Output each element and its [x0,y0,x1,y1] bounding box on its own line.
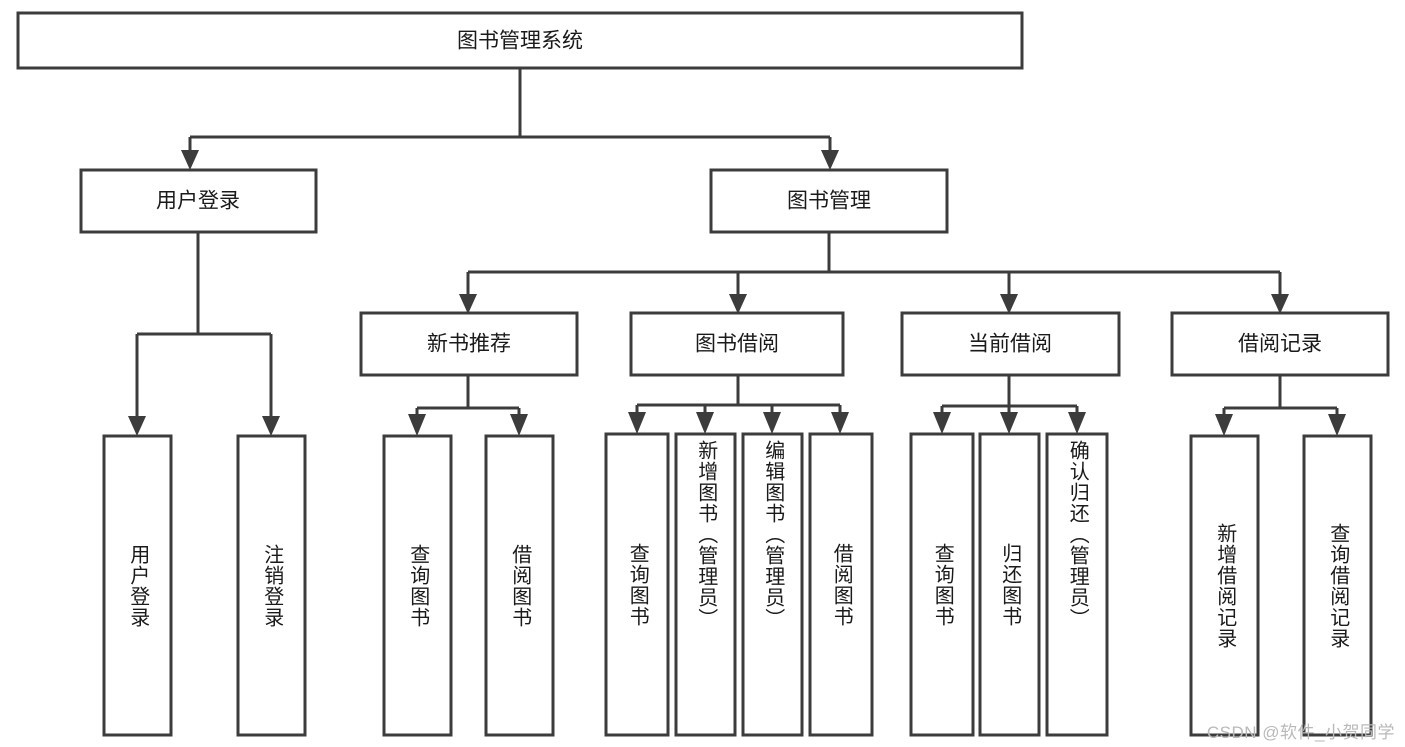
connector-group-current-borrow [933,375,1086,434]
leaf-box-borrow-record-1[interactable] [1189,434,1260,737]
node-book-borrow-box[interactable] [629,311,845,377]
leaf-box-book-borrow-1[interactable] [604,432,670,737]
node-book-borrow-label: 图书借阅 [695,333,779,356]
connector-group-root [181,68,839,170]
arrow-current-borrow-leaf-3 [1068,412,1086,434]
arrow-root-to-book-manage [821,150,839,170]
connector-group-new-book [408,375,528,436]
node-current-borrow-box[interactable] [900,311,1121,377]
leaf-box-borrow-record-2[interactable] [1302,434,1373,737]
arrow-book-manage-c4 [1271,294,1289,314]
node-user-login-label: 用户登录 [156,190,240,213]
connector-group-book-borrow [628,375,849,434]
arrow-borrow-record-leaf-1 [1215,414,1233,436]
connector-group-user-login [128,232,280,436]
leaf-box-new-book-2[interactable] [484,434,555,737]
connector-group-borrow-record [1215,375,1346,436]
arrow-book-manage-c1 [459,294,477,314]
node-user-login-box[interactable] [79,168,318,234]
arrow-book-manage-c3 [1000,294,1018,314]
arrow-user-login-leaf-1 [128,416,146,436]
arrow-new-book-leaf-2 [510,414,528,436]
node-borrow-record-label: 借阅记录 [1238,333,1322,356]
arrow-book-manage-c2 [729,294,747,314]
csdn-watermark: CSDN @软件_小贺同学 [1206,723,1395,742]
leaf-box-current-borrow-3[interactable] [1045,432,1109,737]
arrow-book-borrow-leaf-3 [763,412,781,434]
node-current-borrow-label: 当前借阅 [968,333,1052,356]
node-root-label: 图书管理系统 [457,30,583,53]
arrow-current-borrow-leaf-2 [1000,412,1018,434]
node-root-box[interactable] [16,11,1024,70]
arrow-book-borrow-leaf-1 [628,412,646,434]
arrow-user-login-leaf-2 [262,416,280,436]
arrow-borrow-record-leaf-2 [1328,414,1346,436]
arrow-book-borrow-leaf-2 [696,412,714,434]
leaf-box-user-login-2[interactable] [236,434,307,737]
arrow-new-book-leaf-1 [408,414,426,436]
node-borrow-record-box[interactable] [1170,311,1390,377]
node-book-manage-box[interactable] [709,168,949,234]
leaf-box-book-borrow-3[interactable] [741,432,804,737]
node-new-book-label: 新书推荐 [427,333,511,356]
connector-group-book-manage [459,232,1289,314]
node-book-manage-label: 图书管理 [787,190,871,213]
leaf-box-current-borrow-1[interactable] [909,432,975,737]
arrow-book-borrow-leaf-4 [831,412,849,434]
leaf-box-user-login-1[interactable] [102,434,173,737]
leaf-box-book-borrow-4[interactable] [808,432,874,737]
node-new-book-box[interactable] [359,311,579,377]
leaf-box-current-borrow-2[interactable] [978,432,1041,737]
leaf-box-new-book-1[interactable] [382,434,453,737]
arrow-current-borrow-leaf-1 [933,412,951,434]
leaf-box-book-borrow-2[interactable] [674,432,737,737]
arrow-root-to-user-login [181,150,199,170]
